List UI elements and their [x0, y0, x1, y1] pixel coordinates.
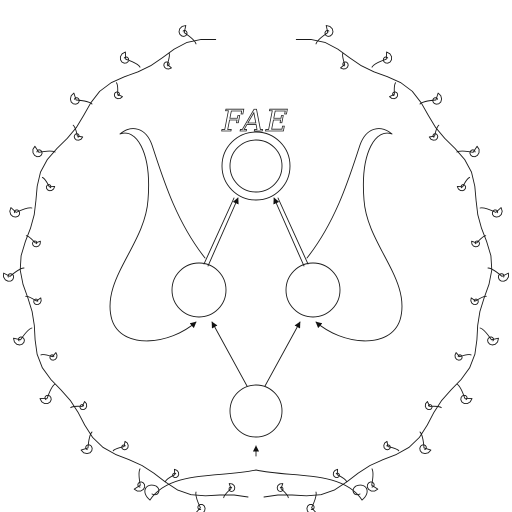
- vine-curl-103: [41, 176, 56, 192]
- vine-curl-13: [419, 92, 443, 105]
- vine-curl-118: [424, 401, 442, 411]
- vine-curl-2: [69, 92, 93, 105]
- edge-right-to-final-a: [277, 197, 309, 265]
- transition-edges: [203, 197, 309, 457]
- vine-left: [19, 38, 249, 498]
- vine-curl-107: [70, 401, 88, 411]
- diagram-title: FAE: [221, 104, 290, 139]
- edge-start-to-left: [211, 321, 248, 387]
- vine-curl-100: [163, 52, 172, 70]
- edge-left-to-final-a: [203, 197, 235, 265]
- vine-curl-3: [32, 145, 56, 158]
- state-final-inner: [229, 139, 283, 193]
- edge-right-to-final-b: [273, 197, 305, 267]
- vine-curl-105: [25, 295, 42, 306]
- vine-curl-14: [456, 145, 480, 158]
- vine-curl-101: [113, 82, 123, 100]
- self-loop-left: [109, 128, 206, 342]
- vine-curl-12: [371, 51, 393, 68]
- vine-curl-7: [39, 383, 56, 405]
- state-right: [285, 262, 341, 318]
- vine-curl-21: [306, 491, 317, 512]
- vine-base-curl-right: [352, 484, 368, 501]
- vine-curl-119: [383, 440, 400, 452]
- state-start: [229, 384, 283, 438]
- state-nodes: [171, 131, 341, 438]
- vine-curl-10: [195, 491, 206, 512]
- vine-curl-113: [428, 124, 440, 141]
- self-loop-right: [306, 128, 403, 342]
- vine-curl-18: [456, 383, 473, 405]
- vine-curl-9: [133, 468, 146, 492]
- vine-curl-116: [470, 295, 487, 306]
- vine-curl-20: [366, 468, 379, 492]
- vine-curl-17: [479, 327, 499, 346]
- vine-curl-11: [315, 25, 334, 45]
- vine-curl-114: [456, 176, 471, 192]
- vine-wreath-ornament: [3, 25, 509, 512]
- vine-curl-109: [164, 468, 180, 483]
- vine-base: [149, 469, 363, 501]
- vine-base-curl-left: [144, 484, 160, 501]
- vine-curl-111: [340, 52, 349, 70]
- vine-curl-19: [419, 431, 432, 455]
- edge-left-to-final-b: [207, 197, 239, 267]
- vine-curl-15: [479, 207, 503, 218]
- vine-curl-0: [178, 25, 197, 45]
- vine-curl-104: [25, 235, 41, 248]
- vine-curl-106: [40, 352, 58, 361]
- vine-curl-4: [9, 207, 33, 218]
- state-left: [171, 262, 227, 318]
- edge-start-to-right: [264, 321, 301, 387]
- vine-curl-5: [3, 267, 25, 282]
- state-final-outer: [221, 131, 291, 201]
- vine-curl-115: [471, 235, 487, 248]
- vine-curl-112: [389, 82, 399, 100]
- vine-right: [263, 38, 493, 498]
- vine-curl-6: [13, 327, 33, 346]
- vine-curl-108: [112, 440, 129, 452]
- vine-curl-1: [119, 51, 141, 68]
- vine-curl-110: [223, 483, 236, 499]
- vine-curl-120: [332, 468, 348, 483]
- vine-curl-16: [487, 267, 509, 282]
- vine-curl-121: [276, 483, 289, 499]
- vine-curl-102: [72, 124, 84, 141]
- vine-curl-8: [80, 431, 93, 455]
- vine-curl-117: [454, 352, 472, 361]
